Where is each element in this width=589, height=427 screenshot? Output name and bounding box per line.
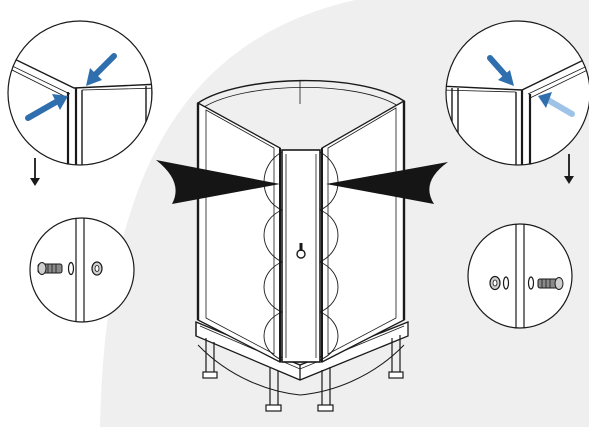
- left-fixed-panel: [196, 101, 281, 364]
- nut-icon: [489, 275, 501, 291]
- washer-icon: [502, 276, 510, 290]
- shower-cabin: [195, 79, 409, 412]
- blue-direction-arrow-icon: [86, 53, 117, 86]
- screw-icon: [537, 277, 564, 290]
- arrow-down-icon: [564, 154, 574, 184]
- base-tray: [195, 321, 409, 396]
- callout-top-right-joint: [445, 20, 589, 166]
- black-wedge-pointer-icon: [156, 160, 280, 204]
- front-door: [263, 149, 339, 363]
- blue-direction-arrow-icon: [487, 55, 514, 86]
- callout-bottom-right-fastener: [467, 223, 573, 329]
- black-wedge-pointer-icon: [326, 162, 448, 204]
- support-legs: [202, 335, 404, 412]
- callout-top-left-joint: [7, 20, 153, 166]
- washer-icon: [527, 276, 535, 290]
- blue-direction-arrow-icon: [25, 94, 68, 121]
- blue-direction-arrow-icon: [538, 92, 575, 117]
- arrow-down-icon: [30, 158, 40, 186]
- nut-icon: [91, 261, 103, 276]
- washer-icon: [67, 261, 75, 276]
- screw-icon: [37, 262, 63, 275]
- callout-bottom-left-fastener: [29, 217, 135, 323]
- right-fixed-panel: [321, 99, 406, 364]
- door-handle-icon: [296, 243, 306, 259]
